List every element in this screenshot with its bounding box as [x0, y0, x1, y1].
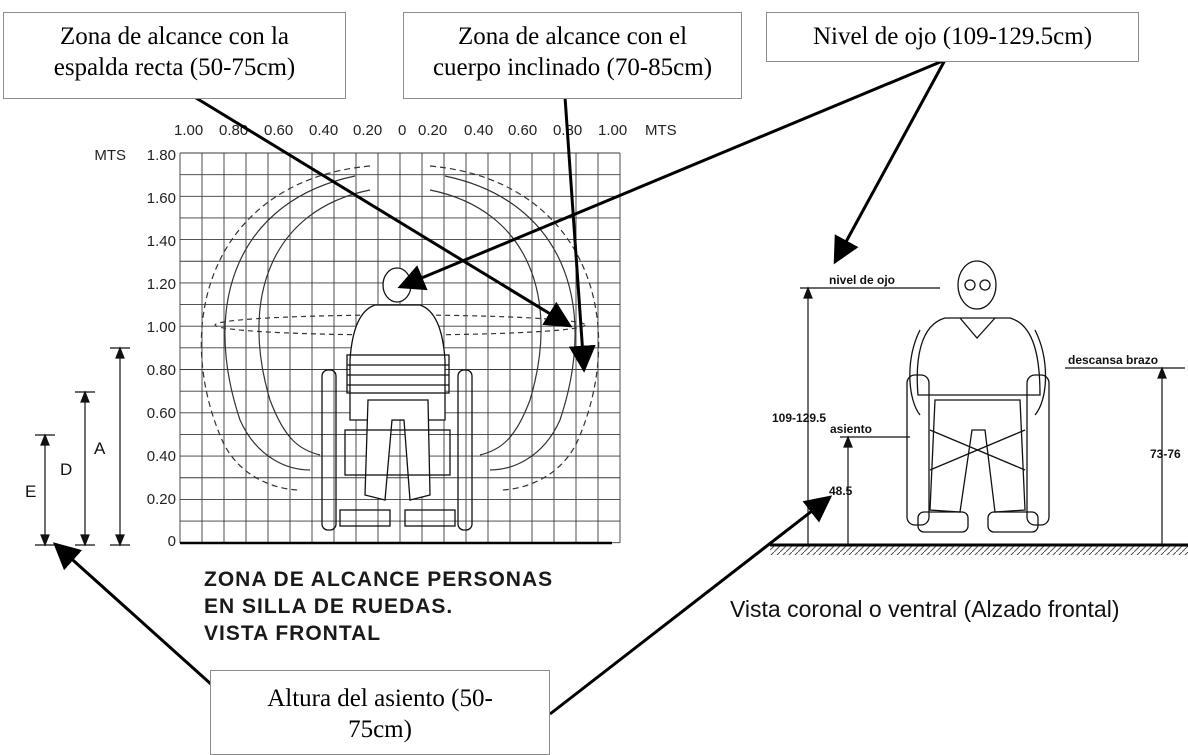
total-height-value: 109-129.5 [772, 411, 826, 425]
y-tick-label: 1.40 [147, 233, 176, 250]
callout-line: 75cm) [348, 716, 412, 743]
y-scale: MTS 1.80 1.60 1.40 1.20 1.00 0.80 0.60 0… [94, 147, 176, 550]
callout-eye-level: Nivel de ojo (109-129.5cm) [766, 12, 1139, 62]
callout-line: Altura del asiento (50- [267, 685, 493, 712]
x-scale: 1.00 0.80 0.60 0.40 0.20 0 0.20 0.40 0.6… [174, 122, 677, 139]
callout-line: Zona de alcance con el [457, 23, 688, 50]
title-line: EN SILLA DE RUEDAS. [204, 595, 454, 618]
inner-reach-arc-right [429, 189, 542, 456]
y-tick-label: 0 [168, 533, 176, 550]
collar [959, 317, 996, 339]
legs [364, 399, 431, 501]
left-wheel [321, 369, 337, 531]
seat-label: asiento [830, 422, 872, 436]
arrow-straight-back [182, 88, 573, 328]
y-tick-label: 0.40 [147, 448, 176, 465]
x-tick-label: 0.60 [508, 122, 537, 139]
left-diagram-title: ZONA DE ALCANCE PERSONAS EN SILLA DE RUE… [204, 566, 553, 647]
title-line: ZONA DE ALCANCE PERSONAS [204, 568, 554, 591]
x-unit-label: MTS [645, 122, 677, 139]
x-tick-label: 0.20 [418, 122, 447, 139]
y-tick-label: 0.80 [147, 362, 176, 379]
callout-seat-height: Altura del asiento (50- 75cm) [210, 670, 550, 755]
x-tick-label: 0.40 [309, 122, 338, 139]
dimension-label-a: A [94, 439, 106, 458]
glasses-right [979, 279, 991, 291]
torso [916, 317, 1041, 396]
dimension-lines [35, 346, 130, 547]
right-diagram-caption: Vista coronal o ventral (Alzado frontal) [730, 596, 1120, 622]
legs [929, 399, 1026, 513]
forward-reach-ellipse [214, 314, 586, 336]
footrest-right [987, 511, 1039, 533]
callout-line: espalda recta (50-75cm) [53, 54, 296, 81]
wheelchair-user-front-figure [321, 267, 473, 531]
dimension-label-e: E [25, 482, 36, 501]
wheelchair-user-side-figure [906, 260, 1050, 533]
title-line: VISTA FRONTAL [204, 622, 382, 645]
arrow-eye-level-to-right [833, 59, 947, 265]
y-tick-label: 0.60 [147, 405, 176, 422]
y-tick-label: 0.20 [147, 491, 176, 508]
callout-arrows [52, 58, 947, 716]
dimension-label-d: D [60, 460, 72, 479]
seat-frame [344, 429, 451, 476]
glasses-left [964, 279, 976, 291]
arrow-seat-to-right [549, 495, 833, 716]
x-tick-label: 0.60 [264, 122, 293, 139]
backrest [346, 354, 450, 394]
left-wheel [906, 374, 930, 526]
armrest-label: descansa brazo [1068, 353, 1158, 367]
inclined-reach-arc-left [200, 165, 371, 491]
y-unit-label: MTS [94, 147, 126, 164]
callout-straight-back-reach: Zona de alcance con la espalda recta (50… [3, 12, 346, 99]
y-tick-label: 1.80 [147, 147, 176, 164]
callout-line: Zona de alcance con la [59, 23, 290, 50]
footrest-right [404, 509, 456, 527]
x-tick-label: 0.40 [464, 122, 493, 139]
right-wheel [457, 369, 473, 531]
armrest-height-value: 73-76 [1150, 447, 1181, 461]
callout-line: Nivel de ojo (109-129.5cm) [812, 23, 1093, 50]
x-tick-label: 1.00 [174, 122, 203, 139]
footrest-left [917, 511, 969, 533]
left-arm [909, 329, 921, 416]
seat-height-value: 48.5 [829, 484, 853, 498]
x-tick-label: 0.20 [353, 122, 382, 139]
inclined-reach-arc-right [429, 165, 600, 491]
straight-back-reach-arc-left [224, 175, 356, 471]
x-tick-label: 0.80 [219, 122, 248, 139]
x-tick-label: 1.00 [598, 122, 627, 139]
eye-level-label: nivel de ojo [829, 273, 895, 287]
callout-line: cuerpo inclinado (70-85cm) [432, 54, 713, 81]
torso [349, 304, 446, 421]
right-wheel [1026, 374, 1050, 526]
inner-reach-arc-left [258, 189, 371, 456]
arrow-inclined-body [563, 96, 596, 373]
arrow-eye-level-to-left [397, 58, 946, 291]
arrow-seat-to-left [52, 542, 214, 687]
footrest-left [339, 509, 391, 527]
y-tick-label: 1.60 [147, 190, 176, 207]
right-arm [1034, 329, 1047, 416]
y-tick-label: 1.20 [147, 276, 176, 293]
x-tick-label: 0 [398, 122, 406, 139]
callout-inclined-body-reach: Zona de alcance con el cuerpo inclinado … [403, 12, 742, 99]
floor [770, 543, 1188, 555]
head [957, 260, 997, 310]
y-tick-label: 1.00 [147, 319, 176, 336]
